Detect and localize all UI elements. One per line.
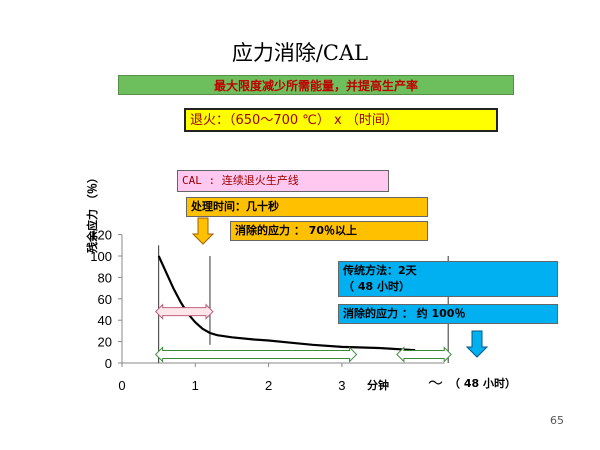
x-axis-tilde: ～ (428, 374, 444, 392)
minutes-range-arrow (154, 346, 358, 363)
y-tick-label: 0 (105, 356, 112, 371)
y-tick-label: 60 (98, 292, 112, 307)
page-title: 应力消除/CAL (231, 41, 369, 65)
x-axis-unit-label: 分钟 (367, 379, 389, 392)
y-tick-label: 120 (90, 228, 112, 243)
traditional-method-line2: （ 48 小时） (343, 280, 410, 293)
traditional-down-arrow (465, 330, 489, 358)
residual-stress-curve (157, 255, 416, 352)
traditional-method-line1: 传统方法：2天 (343, 264, 417, 277)
y-tick-label: 20 (98, 335, 112, 350)
y-tick-label: 80 (98, 270, 112, 285)
traditional-method-box: 传统方法：2天 （ 48 小时） (338, 261, 558, 297)
x-axis-48h-label: （ 48 小时） (449, 377, 516, 390)
x-tick-label: 1 (192, 378, 199, 393)
x-tick-label: 2 (265, 378, 272, 393)
hours-range-arrow (396, 346, 452, 363)
processing-time-box: 处理时间：几十秒 (186, 197, 428, 217)
removed-stress-cal-box: 消除的应力 ： 70％以上 (230, 221, 428, 241)
x-tick-label: 0 (118, 378, 125, 393)
page-number: 65 (550, 414, 564, 427)
removed-stress-traditional-box: 消除的应力 ： 约 100％ (338, 304, 558, 324)
cal-label-box: CAL : 连续退火生产线 (177, 170, 389, 192)
processing-down-arrow (191, 217, 215, 245)
banner-energy-productivity: 最大限度减少所需能量，并提高生产率 (118, 75, 514, 95)
y-tick-label: 40 (98, 313, 112, 328)
y-tick-label: 100 (90, 249, 112, 264)
anneal-formula-box: 退火：（650～700 ℃） x （时间） (184, 108, 498, 132)
x-tick-label: 3 (338, 378, 345, 393)
y-axis-label: 残余应力 （％） (86, 172, 99, 253)
cal-range-arrow (154, 303, 214, 320)
